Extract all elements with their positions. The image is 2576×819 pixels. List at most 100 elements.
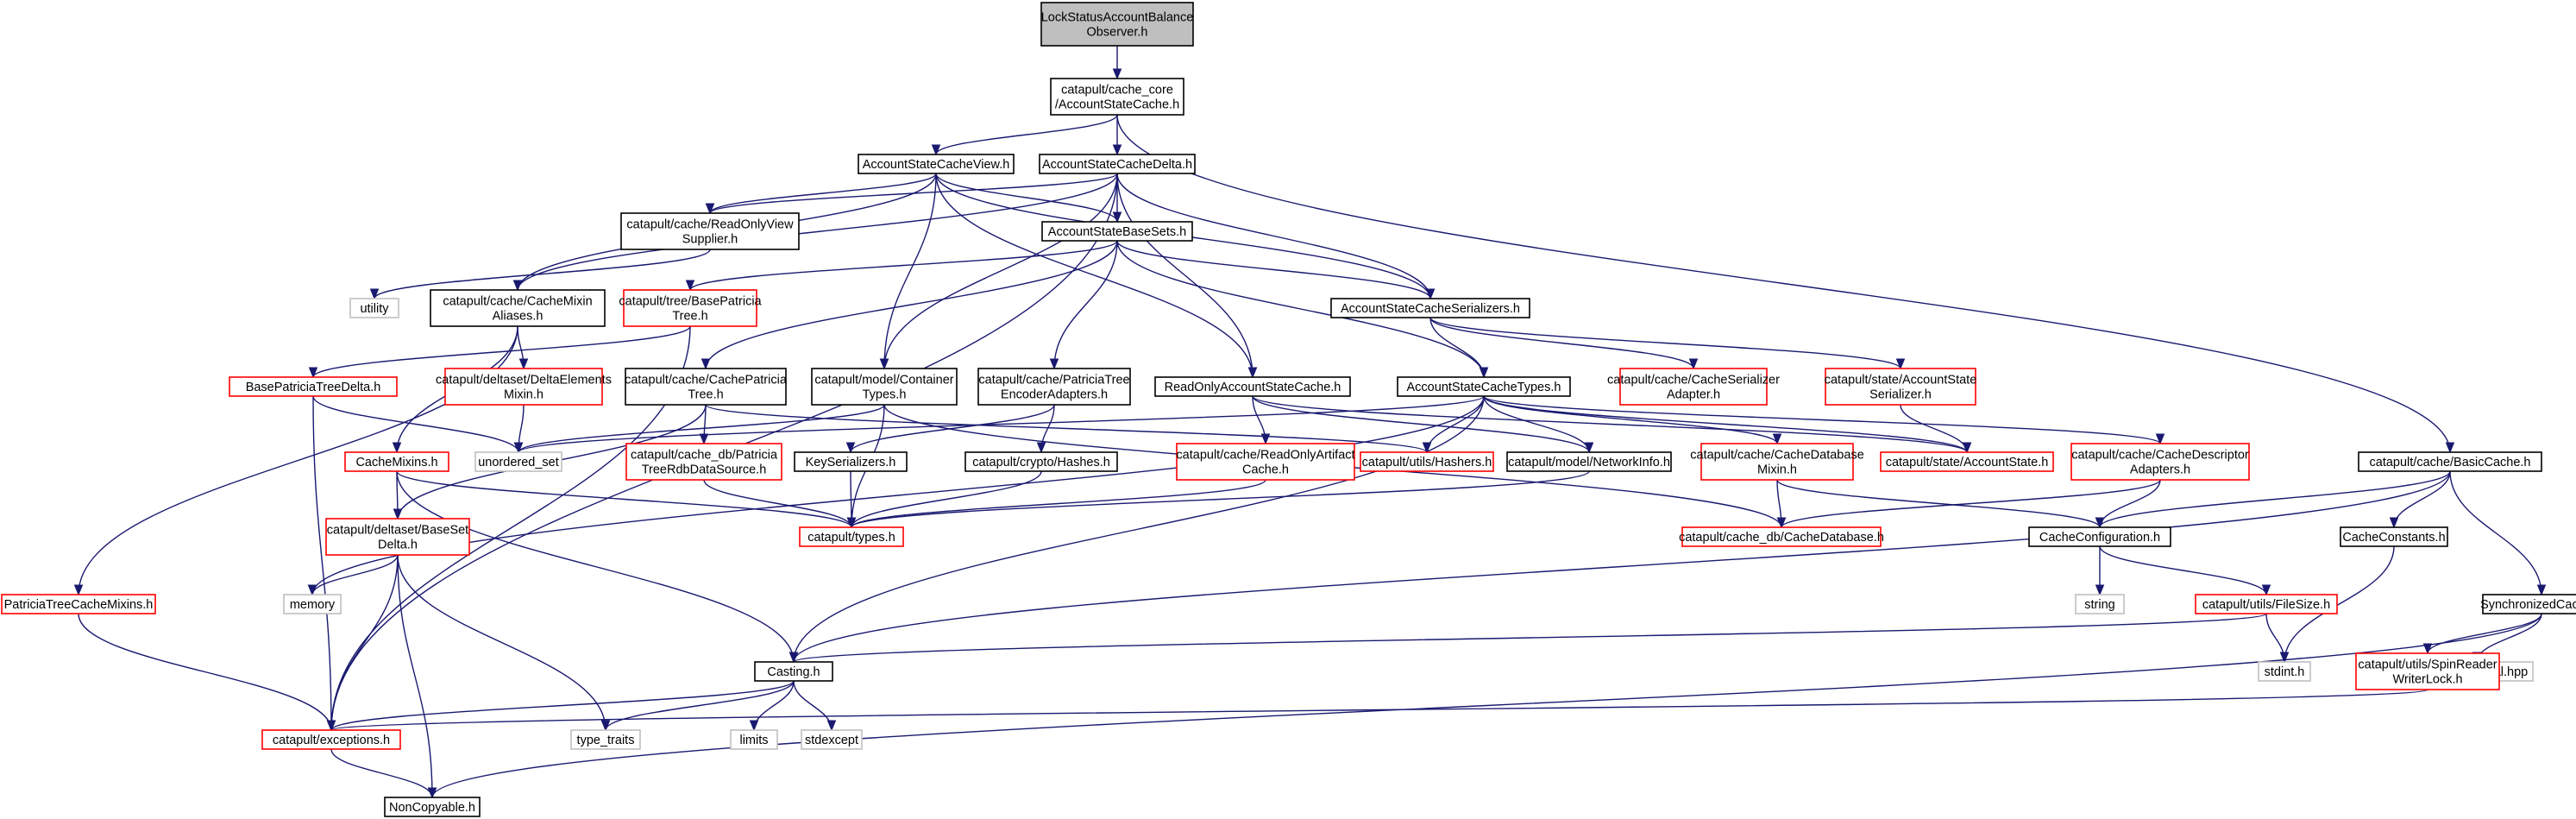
node-label-line: TreeRdbDataSource.h: [642, 463, 767, 477]
node-limits[interactable]: limits: [730, 729, 778, 750]
edge-n2-to-n5: [935, 173, 1118, 223]
arrowhead-n41-to-n48: [826, 720, 837, 732]
node-label-line: memory: [290, 598, 336, 612]
arrowhead-n14-to-n22: [845, 442, 856, 454]
node-label-line: AccountStateBaseSets.h: [1048, 225, 1186, 239]
node-cacheconfiguration-h[interactable]: CacheConfiguration.h: [2028, 526, 2171, 547]
node-box: [625, 368, 787, 406]
node-label-line: Types.h: [863, 388, 907, 402]
node-stdint-h[interactable]: stdint.h: [2258, 661, 2311, 682]
node-box: [2195, 594, 2338, 614]
arrowhead-n31-to-n36: [307, 584, 317, 596]
node-accountstatecacheserializers-h[interactable]: AccountStateCacheSerializers.h: [1330, 298, 1530, 318]
node-cacheconstants-h[interactable]: CacheConstants.h: [2340, 526, 2448, 547]
node-label-line: stdexcept: [805, 734, 858, 747]
node-catapult-types-h[interactable]: catapult/types.h: [799, 526, 904, 547]
node-box: [620, 212, 800, 250]
node-box: [1040, 2, 1194, 47]
arrowhead-n34-to-n39: [2261, 584, 2271, 596]
node-catapult-state-accountstate-h[interactable]: catapult/state/AccountState.h: [1880, 451, 2054, 472]
node-string[interactable]: string: [2075, 594, 2125, 614]
node-catapult-utils-hashers-h[interactable]: catapult/utils/Hashers.h: [1360, 451, 1494, 472]
node-accountstatecachetypes-h[interactable]: AccountStateCacheTypes.h: [1397, 376, 1571, 397]
node-catapult-cache-patriciatreeencoderadapters-h[interactable]: catapult/cache/PatriciaTreeEncoderAdapte…: [977, 368, 1131, 406]
node-stdexcept[interactable]: stdexcept: [801, 729, 863, 750]
node-accountstatecachedelta-h[interactable]: AccountStateCacheDelta.h: [1039, 154, 1196, 174]
arrowhead-n3-to-n13: [879, 358, 889, 370]
arrowhead-n41-to-n47: [749, 720, 759, 732]
node-catapult-cache-db-cachedatabase-h[interactable]: catapult/cache_db/CacheDatabase.h: [1679, 526, 1884, 547]
node-noncopyable-h[interactable]: NonCopyable.h: [384, 797, 481, 817]
arrowhead-n16-to-n25: [1422, 442, 1432, 454]
node-label-line: Mixin.h: [1757, 463, 1797, 477]
node-box: [1330, 298, 1530, 318]
node-box: [2075, 594, 2125, 614]
node-label-line: CacheMixins.h: [355, 456, 437, 469]
node-box: [1176, 443, 1355, 481]
node-catapult-cache-basiccache-h[interactable]: catapult/cache/BasicCache.h: [2358, 451, 2542, 472]
edge-n16-to-n41: [793, 395, 1485, 663]
node-basepatriciatreedelta-h[interactable]: BasePatriciaTreeDelta.h: [229, 376, 398, 397]
node-box: [730, 729, 778, 750]
node-box: [1506, 451, 1672, 472]
node-box: [2028, 526, 2171, 547]
node-synchronizedcache-h[interactable]: SynchronizedCache.h: [2480, 594, 2576, 614]
edge-n16-to-n19: [518, 395, 1485, 453]
node-label-line: limits: [739, 734, 768, 747]
node-label-line: catapult/cache/BasicCache.h: [2370, 456, 2531, 469]
node-catapult-tree-basepatriciatree-h[interactable]: catapult/tree/BasePatriciaTree.h: [619, 289, 763, 327]
node-readonlyaccountstatecache-h[interactable]: ReadOnlyAccountStateCache.h: [1154, 376, 1351, 397]
node-catapult-cache-db-patriciatreerdbdatasource-h[interactable]: catapult/cache_db/PatriciaTreeRdbDataSou…: [625, 443, 782, 481]
node-unordered-set[interactable]: unordered_set: [474, 451, 562, 472]
edge-n30-to-n34: [2099, 470, 2451, 528]
node-cachemixins-h[interactable]: CacheMixins.h: [344, 451, 449, 472]
node-label-line: EncoderAdapters.h: [1001, 388, 1108, 402]
node-type-traits[interactable]: type_traits: [570, 729, 641, 750]
node-keyserializers-h[interactable]: KeySerializers.h: [794, 451, 908, 472]
node-box: [570, 729, 641, 750]
node-catapult-model-networkinfo-h[interactable]: catapult/model/NetworkInfo.h: [1506, 451, 1672, 472]
node-label-line: Cache.h: [1242, 463, 1289, 477]
edge-n16-to-n36: [311, 395, 1485, 595]
edge-n31-to-n36: [311, 554, 399, 595]
edge-n31-to-n45: [330, 554, 399, 731]
node-accountstatebasesets-h[interactable]: AccountStateBaseSets.h: [1041, 221, 1193, 242]
arrowhead-n12-to-n21: [699, 433, 709, 445]
node-memory[interactable]: memory: [283, 594, 342, 614]
node-catapult-exceptions-h[interactable]: catapult/exceptions.h: [261, 729, 401, 750]
edge-n30-to-n35: [2393, 470, 2451, 528]
node-casting-h[interactable]: Casting.h: [754, 661, 833, 682]
node-label-line: AccountStateCacheView.h: [863, 158, 1010, 172]
arrowhead-n15-to-n24: [1260, 433, 1271, 445]
edge-n5-to-n16: [1116, 240, 1485, 378]
edge-n40-to-n44: [2427, 613, 2542, 654]
edge-n1-to-n2: [935, 114, 1118, 155]
node-patriciatreecachemixins-h[interactable]: PatriciaTreeCacheMixins.h: [1, 594, 156, 614]
edge-n26-to-n32: [851, 470, 1590, 528]
arrowhead-n5-to-n9: [1425, 288, 1436, 300]
node-catapult-cache-core-accountstatecache-h[interactable]: catapult/cache_core/AccountStateCache.h: [1050, 78, 1184, 116]
node-label-line: NonCopyable.h: [389, 801, 475, 815]
edge-n2-to-n13: [883, 173, 937, 369]
node-accountstatecacheview-h[interactable]: AccountStateCacheView.h: [858, 154, 1015, 174]
node-label-line: catapult/cache/CacheMixin: [443, 295, 592, 309]
node-label-line: AccountStateCacheDelta.h: [1042, 158, 1192, 172]
node-catapult-utils-filesize-h[interactable]: catapult/utils/FileSize.h: [2195, 594, 2338, 614]
edge-n4-to-n6: [374, 249, 711, 299]
edge-n35-to-n42: [2284, 545, 2395, 663]
node-utility[interactable]: utility: [349, 298, 399, 318]
node-catapult-crypto-hashes-h[interactable]: catapult/crypto/Hashes.h: [964, 451, 1118, 472]
